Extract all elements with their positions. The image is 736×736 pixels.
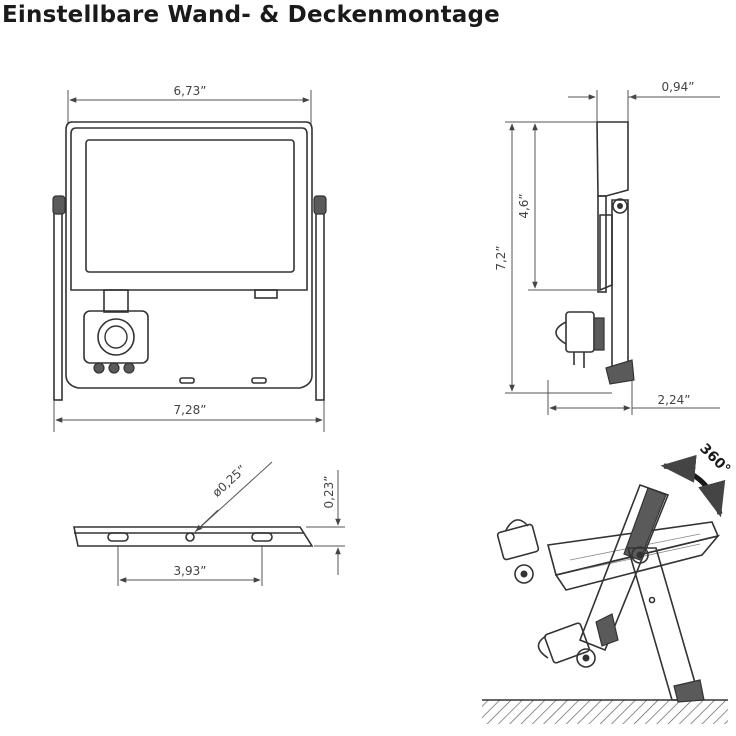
dim-height-total: 7,2ˮ xyxy=(494,245,508,270)
rotation-label: 360° xyxy=(696,441,733,478)
page-title: Einstellbare Wand- & Deckenmontage xyxy=(2,2,500,28)
dim-hole-diameter: ø0,25ˮ xyxy=(210,462,249,499)
dim-hole-spacing: 3,93ˮ xyxy=(174,564,207,578)
dim-width-top: 6,73ˮ xyxy=(174,84,207,98)
dim-bracket-thickness: 0,23ˮ xyxy=(322,476,336,509)
front-view: 6,73ˮ 7,28ˮ xyxy=(52,84,327,432)
side-view: 0,94ˮ 7,2ˮ 4,6ˮ 2,24ˮ xyxy=(494,80,720,415)
isometric-view: 360° xyxy=(482,441,733,724)
dim-width-bottom: 7,28ˮ xyxy=(174,403,207,417)
dim-height-inner: 4,6ˮ xyxy=(517,193,531,218)
dim-depth-bracket: 2,24ˮ xyxy=(658,393,691,407)
dim-depth: 0,94ˮ xyxy=(662,80,695,94)
bracket-view: ø0,25ˮ 0,23ˮ 3,93ˮ xyxy=(73,461,345,586)
